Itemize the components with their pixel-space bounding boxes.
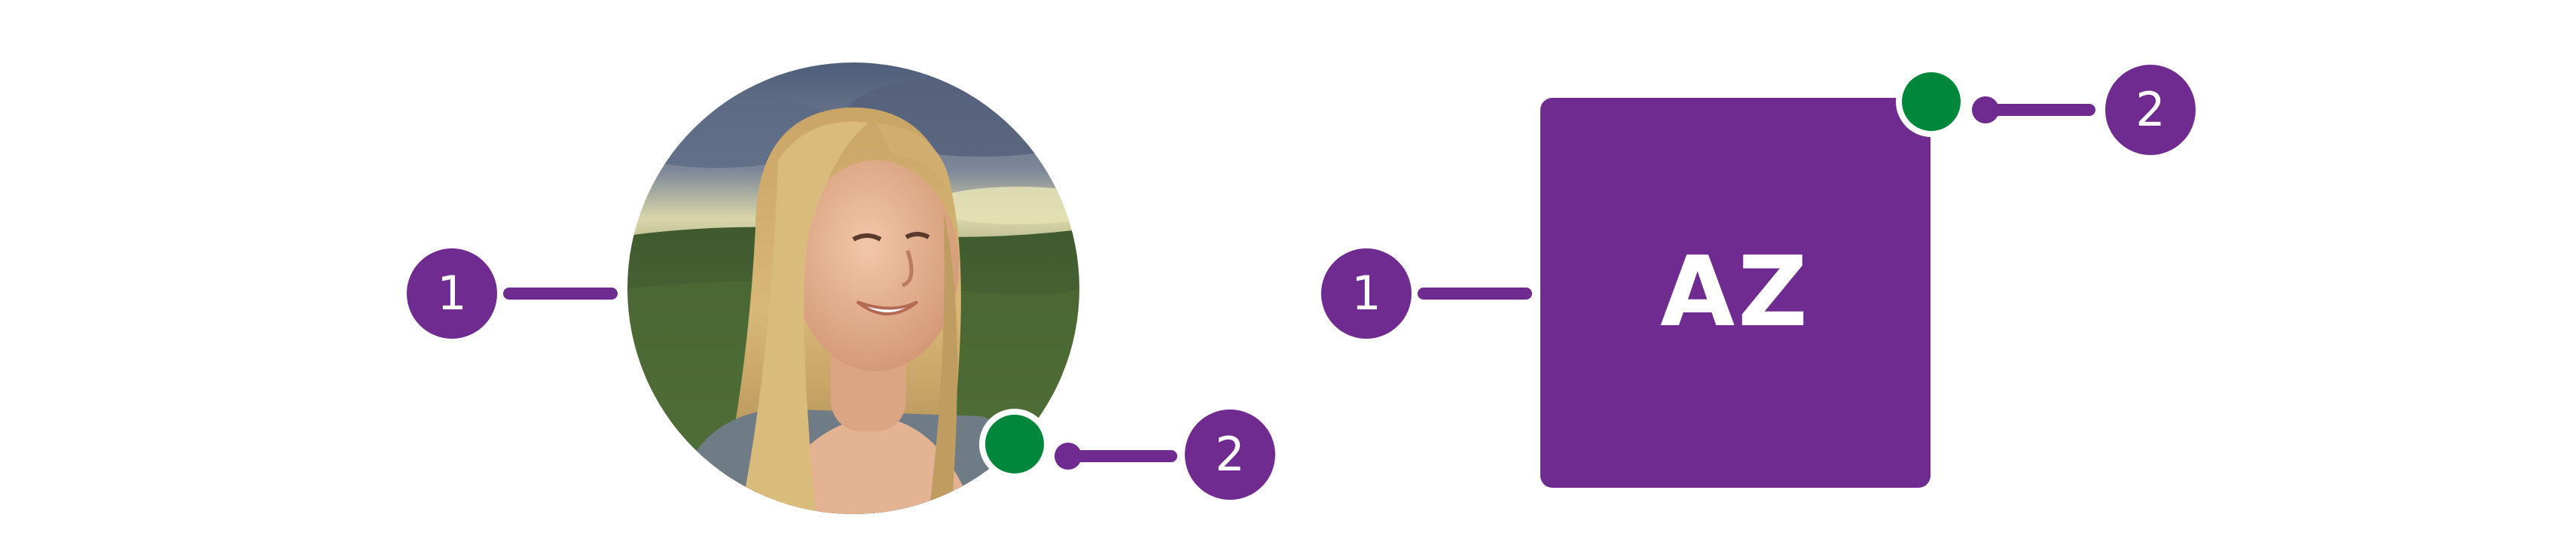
presence-indicator-initials-avatar [1896,66,1967,137]
portrait-photo [627,62,1079,514]
presence-indicator-photo-avatar [979,409,1050,479]
callout-badge-initials-presence: 2 [2105,65,2196,155]
initials-avatar: AZ [1540,98,1930,488]
leader-line-presence-photo [1068,450,1177,462]
leader-line-presence-initials [1985,104,2095,116]
callout-badge-initials-avatar: 1 [1321,248,1412,339]
callout-badge-photo-presence: 2 [1185,409,1275,500]
leader-line-photo-avatar [503,288,618,300]
avatar-initials: AZ [1660,236,1811,349]
callout-badge-photo-avatar: 1 [407,248,497,339]
photo-avatar [627,62,1079,514]
leader-line-initials-avatar [1418,288,1532,300]
